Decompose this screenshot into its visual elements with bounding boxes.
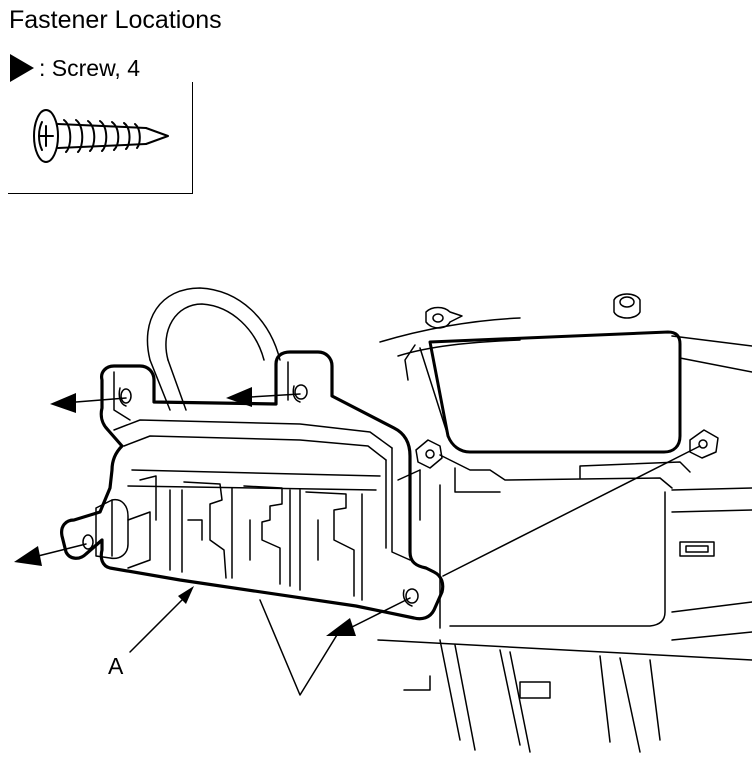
clip-upper-left xyxy=(425,306,463,329)
screw-marker-arrow-3 xyxy=(14,546,42,566)
diagram-title: Fastener Locations xyxy=(9,6,222,34)
floor-structure xyxy=(259,599,752,753)
screw-icon xyxy=(33,109,169,163)
dashboard-structure xyxy=(379,317,752,641)
legend-row: : Screw, 4 xyxy=(9,52,140,84)
leader-line-a xyxy=(129,591,191,653)
screw-hole-2 xyxy=(292,384,308,403)
module-slots xyxy=(169,481,363,601)
unit-body-outline xyxy=(60,350,445,621)
upper-panel xyxy=(428,330,682,454)
screw-hole-1 xyxy=(118,387,132,407)
screw-marker-arrow-2 xyxy=(226,387,252,407)
callout-label-a: A xyxy=(108,653,124,679)
legend-label: : Screw, 4 xyxy=(39,54,140,81)
clip-middle xyxy=(415,439,443,469)
clip-upper-right xyxy=(613,293,641,319)
screw-arrow-icon xyxy=(10,54,34,82)
legend-frame xyxy=(8,82,193,194)
clip-right xyxy=(689,429,719,459)
screw-marker-arrow-4 xyxy=(326,618,356,636)
screw-hole-4 xyxy=(402,588,419,607)
leader-a-arrowhead xyxy=(178,586,194,604)
leader-line-clip xyxy=(442,445,701,577)
screw-hole-3 xyxy=(82,534,94,550)
bracket-loop xyxy=(146,287,281,361)
screw-marker-arrow-1 xyxy=(50,393,76,413)
connector-left xyxy=(95,498,129,560)
